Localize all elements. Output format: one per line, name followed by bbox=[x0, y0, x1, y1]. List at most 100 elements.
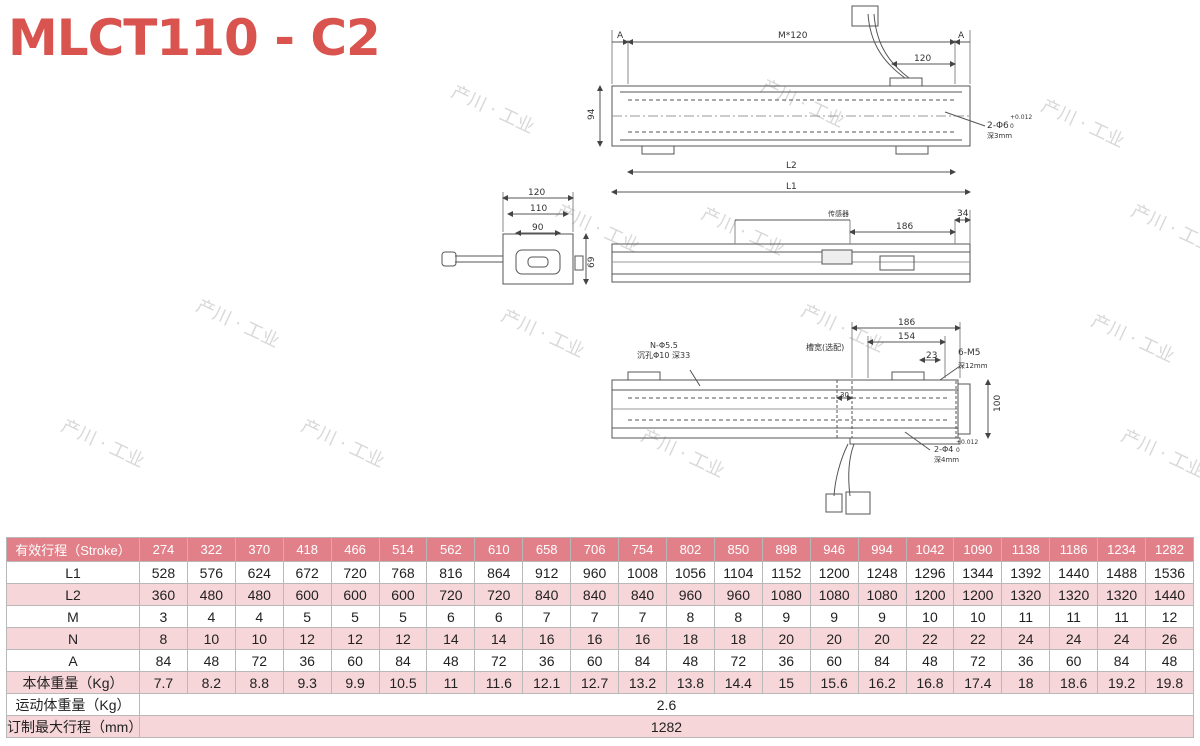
dim-label: 传感器 bbox=[828, 209, 849, 218]
dim-label: 0 bbox=[956, 447, 960, 454]
table-cell: 624 bbox=[234, 561, 284, 584]
table-cell: 946 bbox=[809, 537, 859, 562]
side-view bbox=[611, 210, 971, 283]
table-cell: 960 bbox=[665, 583, 715, 606]
table-cell: 1488 bbox=[1097, 561, 1147, 584]
dim-label: 23 bbox=[926, 351, 937, 361]
table-cell: 720 bbox=[474, 583, 524, 606]
table-cell: 48 bbox=[1145, 649, 1194, 672]
table-cell: 7 bbox=[522, 605, 572, 628]
dim-label: 34 bbox=[957, 209, 969, 219]
table-cell: 36 bbox=[1001, 649, 1051, 672]
table-cell: 1138 bbox=[1001, 537, 1051, 562]
table-cell: 12 bbox=[378, 627, 428, 650]
watermark-layer: 产川 · 工业 产川 · 工业 产川 · 工业 产川 · 工业 产川 · 工业 … bbox=[58, 75, 1200, 482]
watermark-text: 产川 · 工业 bbox=[1128, 200, 1200, 257]
table-cell: 8 bbox=[139, 627, 188, 650]
table-cell: 12.1 bbox=[522, 671, 572, 694]
row-header-cell: N bbox=[6, 627, 140, 650]
table-cell: 1282 bbox=[139, 715, 1194, 738]
table-cell: 24 bbox=[1001, 627, 1051, 650]
table-cell: 36 bbox=[761, 649, 811, 672]
table-cell: 12.7 bbox=[570, 671, 620, 694]
table-cell: 19.2 bbox=[1097, 671, 1147, 694]
table-cell: 1392 bbox=[1001, 561, 1051, 584]
table-cell: 18 bbox=[713, 627, 763, 650]
table-cell: 600 bbox=[282, 583, 332, 606]
table-cell: 84 bbox=[378, 649, 428, 672]
table-cell: 898 bbox=[761, 537, 811, 562]
table-cell: 960 bbox=[713, 583, 763, 606]
table-cell: 706 bbox=[570, 537, 620, 562]
dim-label: 2-Φ6 bbox=[987, 121, 1009, 131]
table-cell: 60 bbox=[809, 649, 859, 672]
table-cell: 360 bbox=[139, 583, 188, 606]
top-view-labels: A M*120 A 120 94 2-Φ6 +0.012 0 深3mm L2 L… bbox=[587, 31, 1032, 192]
table-cell: 16 bbox=[618, 627, 667, 650]
table-cell: 1080 bbox=[857, 583, 907, 606]
table-cell: 8.2 bbox=[186, 671, 236, 694]
table-cell: 1042 bbox=[905, 537, 955, 562]
table-cell: 1296 bbox=[905, 561, 955, 584]
table-cell: 1186 bbox=[1049, 537, 1099, 562]
table-cell: 26 bbox=[1145, 627, 1194, 650]
table-cell: 754 bbox=[618, 537, 667, 562]
table-cell: 11 bbox=[426, 671, 476, 694]
dim-label: 深3mm bbox=[987, 131, 1012, 140]
table-cell: 10 bbox=[186, 627, 236, 650]
table-cell: 1320 bbox=[1049, 583, 1099, 606]
table-cell: 8.8 bbox=[234, 671, 284, 694]
watermark-text: 产川 · 工业 bbox=[1118, 425, 1200, 482]
table-cell: 16.8 bbox=[905, 671, 955, 694]
side-view-labels: 传感器 186 34 bbox=[828, 209, 969, 232]
table-cell: 802 bbox=[665, 537, 715, 562]
table-cell: 6 bbox=[426, 605, 476, 628]
table-cell: 418 bbox=[282, 537, 332, 562]
row-header-cell: 有效行程（Stroke） bbox=[6, 537, 140, 562]
table-cell: 466 bbox=[330, 537, 380, 562]
table-cell: 720 bbox=[426, 583, 476, 606]
table-cell: 18.6 bbox=[1049, 671, 1099, 694]
table-cell: 672 bbox=[282, 561, 332, 584]
table-cell: 960 bbox=[570, 561, 620, 584]
table-cell: 4 bbox=[234, 605, 284, 628]
table-cell: 480 bbox=[186, 583, 236, 606]
table-cell: 720 bbox=[330, 561, 380, 584]
table-cell: 9 bbox=[809, 605, 859, 628]
table-cell: 60 bbox=[1049, 649, 1099, 672]
table-cell: 1056 bbox=[665, 561, 715, 584]
table-cell: 13.8 bbox=[665, 671, 715, 694]
row-header-cell: L1 bbox=[6, 561, 140, 584]
table-cell: 5 bbox=[378, 605, 428, 628]
table-cell: 3 bbox=[139, 605, 188, 628]
table-cell: 1200 bbox=[809, 561, 859, 584]
table-cell: 16 bbox=[522, 627, 572, 650]
table-cell: 1234 bbox=[1097, 537, 1147, 562]
dim-label: 154 bbox=[898, 332, 915, 342]
table-cell: 1152 bbox=[761, 561, 811, 584]
watermark-text: 产川 · 工业 bbox=[1088, 310, 1178, 367]
table-cell: 1282 bbox=[1145, 537, 1194, 562]
table-cell: 84 bbox=[618, 649, 667, 672]
watermark-text: 产川 · 工业 bbox=[298, 415, 388, 472]
table-cell: 84 bbox=[857, 649, 907, 672]
table-cell: 816 bbox=[426, 561, 476, 584]
table-cell: 1320 bbox=[1001, 583, 1051, 606]
table-cell: 24 bbox=[1097, 627, 1147, 650]
table-cell: 10 bbox=[953, 605, 1003, 628]
table-cell: 22 bbox=[905, 627, 955, 650]
table-cell: 11 bbox=[1001, 605, 1051, 628]
table-cell: 12 bbox=[1145, 605, 1194, 628]
table-cell: 72 bbox=[234, 649, 284, 672]
table-cell: 84 bbox=[1097, 649, 1147, 672]
dim-label: A bbox=[958, 31, 965, 41]
table-row-max-stroke: 订制最大行程（mm）1282 bbox=[6, 715, 1194, 738]
dim-label: +0.012 bbox=[956, 439, 978, 446]
table-cell: 610 bbox=[474, 537, 524, 562]
dim-label: A bbox=[617, 31, 624, 41]
table-cell: 1536 bbox=[1145, 561, 1194, 584]
